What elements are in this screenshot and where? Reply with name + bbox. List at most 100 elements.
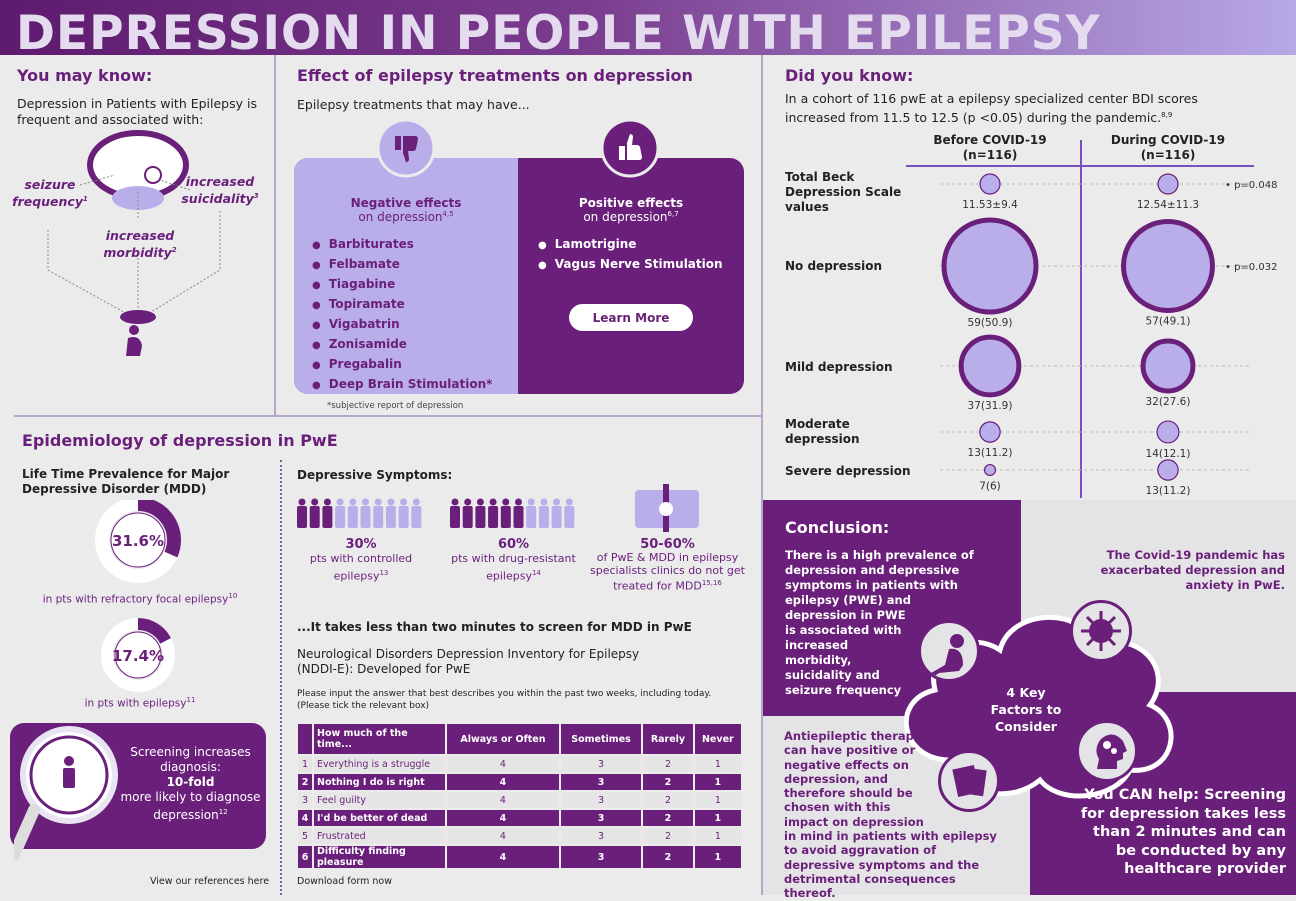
- option-cell[interactable]: 3: [560, 756, 642, 772]
- bubble-label: 32(27.6): [1146, 396, 1191, 408]
- donut-label: 31.6%: [112, 532, 164, 550]
- bubble-before-0: [979, 173, 1001, 195]
- option-cell[interactable]: 4: [447, 828, 559, 844]
- donut-caption: in pts with refractory focal epilepsy10: [42, 592, 238, 606]
- list-item: Topiramate: [312, 295, 492, 315]
- person-icon: [347, 498, 358, 528]
- option-cell[interactable]: 2: [643, 756, 693, 772]
- person-icon: [385, 498, 396, 528]
- factor-4: You CAN help: Screening for depression t…: [1080, 787, 1286, 877]
- donut-caption: in pts with epilepsy11: [84, 696, 196, 710]
- learn-more-button[interactable]: Learn More: [569, 304, 693, 331]
- option-cell[interactable]: 1: [694, 846, 741, 868]
- person-icon: [450, 498, 460, 528]
- person-icon: [564, 498, 575, 528]
- person-icon: [398, 498, 409, 528]
- person-icon: [411, 498, 422, 528]
- divider: [280, 460, 282, 895]
- list-item: Zonisamide: [312, 335, 492, 355]
- bubble-before-1: [941, 217, 1039, 315]
- nddi-title: Neurological Disorders Depression Invent…: [297, 647, 640, 676]
- option-cell[interactable]: 4: [447, 756, 559, 772]
- option-cell[interactable]: 4: [447, 774, 559, 790]
- option-cell[interactable]: 4: [447, 792, 559, 808]
- bubble-during-0: [1157, 173, 1179, 195]
- download-form-link[interactable]: Download form now: [297, 876, 393, 887]
- option-cell[interactable]: 2: [643, 792, 693, 808]
- option-cell[interactable]: 1: [694, 756, 741, 772]
- list-item: Barbiturates: [312, 235, 492, 255]
- factor-3: Antiepileptic therapies can have positiv…: [784, 729, 1006, 901]
- option-cell[interactable]: 1: [694, 774, 741, 790]
- option-cell[interactable]: 3: [560, 810, 642, 826]
- row-label: No depression: [785, 259, 883, 273]
- conclusion-heading: Conclusion:: [785, 518, 890, 537]
- option-cell[interactable]: 2: [643, 810, 693, 826]
- donut-charts: 31.6% 17.4%: [95, 500, 181, 692]
- person-icon: [500, 498, 511, 528]
- text-spacer: [934, 729, 1006, 819]
- person-icon: [462, 498, 473, 528]
- divider: [274, 55, 276, 417]
- epi-heading: Epidemiology of depression in PwE: [22, 431, 338, 450]
- factor-2: The Covid-19 pandemic has exacerbated de…: [1100, 548, 1285, 592]
- documents-icon: [938, 750, 1000, 812]
- donut-fill: [101, 618, 175, 692]
- bubble-label: 14(12.1): [1146, 448, 1191, 460]
- assoc-suicidality: increased suicidality3: [181, 174, 259, 207]
- bubble-label: 37(31.9): [968, 400, 1013, 412]
- bubble-label: 7(6): [979, 480, 1001, 492]
- option-cell[interactable]: 2: [643, 846, 693, 868]
- option-cell[interactable]: 4: [447, 810, 559, 826]
- bubble-during-4: [1157, 459, 1179, 481]
- column-divider: [1080, 140, 1082, 498]
- option-cell[interactable]: 1: [694, 828, 741, 844]
- person-icon: [297, 498, 307, 528]
- list-item: Deep Brain Stimulation*: [312, 375, 493, 395]
- person-icon: [551, 498, 562, 528]
- list-item: Vigabatrin: [312, 315, 492, 335]
- row-label: Severe depression: [785, 464, 911, 478]
- bubble-during-3: [1156, 420, 1180, 444]
- key-factors-title: 4 Key Factors to Consider: [990, 685, 1062, 734]
- row-label: Moderate depression: [785, 417, 860, 446]
- bubble-label: 12.54±11.3: [1137, 199, 1199, 211]
- text-spacer: [913, 614, 985, 714]
- brain-icon: [87, 130, 189, 210]
- option-cell[interactable]: 3: [560, 828, 642, 844]
- person-icon: [309, 498, 320, 528]
- option-cell[interactable]: 2: [643, 774, 693, 790]
- person-icon: [475, 498, 486, 528]
- pictogram-30: [297, 498, 422, 528]
- divider: [14, 415, 762, 417]
- sad-person-icon: [918, 620, 980, 682]
- list-item: Felbamate: [312, 255, 492, 275]
- donut-label: 17.4%: [112, 647, 164, 665]
- option-cell[interactable]: 3: [560, 774, 642, 790]
- option-cell[interactable]: 3: [560, 792, 642, 808]
- instructions: Please input the answer that best descri…: [297, 689, 712, 711]
- divider: [761, 55, 763, 895]
- option-cell[interactable]: 1: [694, 810, 741, 826]
- option-cell[interactable]: 4: [447, 846, 559, 868]
- stat-drug-resistant: 60%pts with drug-resistant epilepsy14: [451, 537, 576, 583]
- bubble-chart: 11.53±9.459(50.9)37(31.9)13(11.2)7(6)12.…: [940, 173, 1277, 497]
- option-cell[interactable]: 3: [560, 846, 642, 868]
- row-label: Mild depression: [785, 360, 893, 374]
- donut-fill: [95, 500, 181, 583]
- list-item: Lamotrigine: [538, 235, 723, 255]
- assoc-morbidity: increased morbidity2: [103, 228, 177, 261]
- references-link[interactable]: View our references here: [150, 876, 270, 887]
- bubble-label: 59(50.9): [968, 317, 1013, 329]
- option-cell[interactable]: 2: [643, 828, 693, 844]
- positive-list: LamotrigineVagus Nerve Stimulation: [538, 235, 723, 275]
- may-know-intro: Depression in Patients with Epilepsy is …: [17, 96, 257, 127]
- option-cell[interactable]: 1: [694, 792, 741, 808]
- did-know-intro: In a cohort of 116 pwE at a epilepsy spe…: [785, 91, 1198, 126]
